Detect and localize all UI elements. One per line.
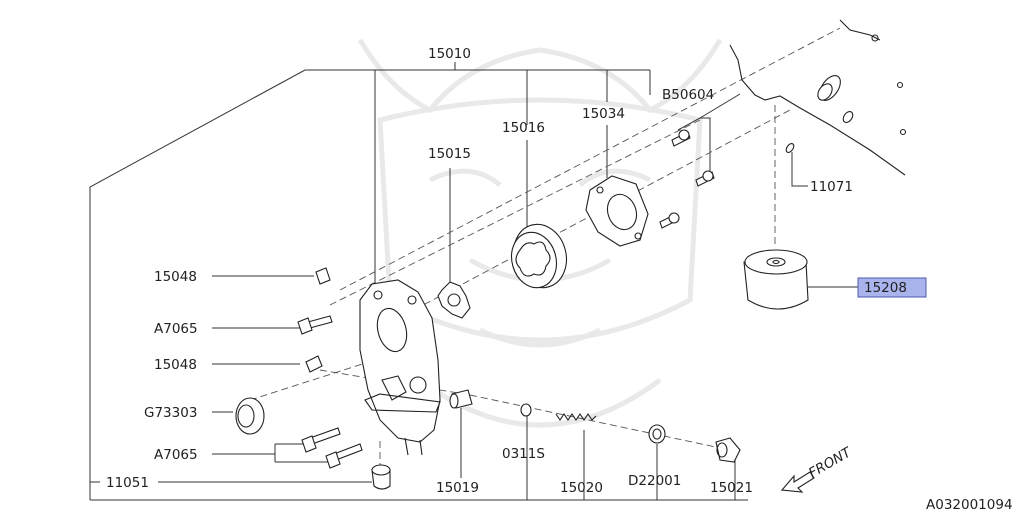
footer-code: A032001094 [926,497,1013,512]
engine-block-outline [729,19,907,176]
bolt-a7065-upper-part [297,315,333,335]
callout-g73303[interactable]: G73303 [144,405,197,421]
pin-15048-lower-part [305,355,323,373]
callout-0311s[interactable]: 0311S [502,446,545,462]
callout-d22001[interactable]: D22001 [628,473,681,489]
callout-15034[interactable]: 15034 [582,106,625,122]
oil-pump-housing-part [359,279,441,456]
callout-15048-upper[interactable]: 15048 [154,269,197,285]
callout-15010[interactable]: 15010 [428,46,471,62]
callout-a7065-lower[interactable]: A7065 [154,447,198,463]
callout-11051[interactable]: 11051 [106,475,149,491]
callout-a7065-upper[interactable]: A7065 [154,321,198,337]
washer-part [520,403,532,417]
relief-valve-part [449,389,473,409]
callout-15015[interactable]: 15015 [428,146,471,162]
leader-lines [90,93,858,500]
oil-filter-part [743,249,809,310]
outer-rotor-part [510,223,567,289]
callout-15016[interactable]: 15016 [502,120,545,136]
drain-plug-part [371,464,391,490]
pin-15048-upper-part [315,267,331,285]
oil-seal-part [235,397,265,435]
valve-plug-part [715,437,741,463]
callout-15048-lower[interactable]: 15048 [154,357,197,373]
screw-set-part [659,129,715,229]
relief-spring-part [555,413,597,421]
front-arrow-icon [780,471,815,493]
bolt-a7065-lower-part [301,427,363,469]
inner-rotor-part [437,281,471,319]
gasket-part [648,424,666,444]
callout-b50604[interactable]: B50604 [662,87,714,103]
assembly-bracket [89,62,748,501]
front-label: FRONT [806,444,855,482]
pump-cover-plate-part [585,175,649,247]
callout-15021[interactable]: 15021 [710,480,753,496]
callout-11071[interactable]: 11071 [810,179,853,195]
callout-15208-highlight[interactable]: 15208 [857,277,927,298]
callout-15208[interactable]: 15208 [864,280,907,296]
callout-15019[interactable]: 15019 [436,480,479,496]
callout-15020[interactable]: 15020 [560,480,603,496]
